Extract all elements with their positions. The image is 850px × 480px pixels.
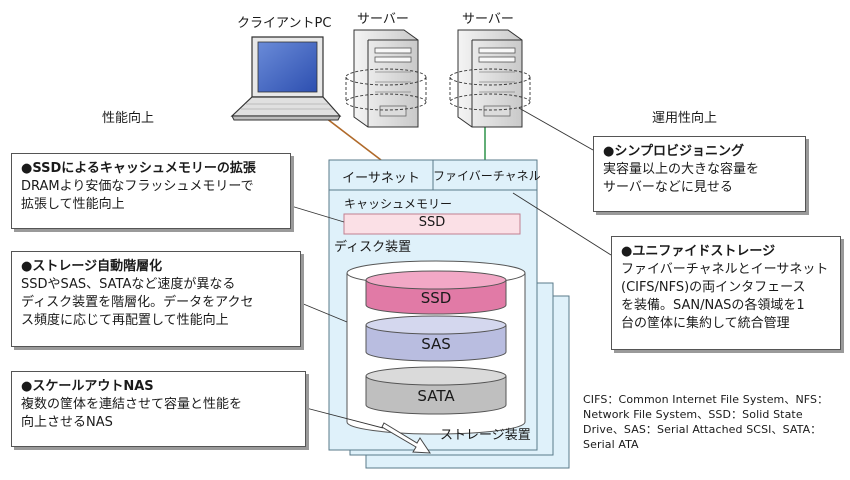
callout-thin-title: ●シンプロビジョニング xyxy=(603,144,744,159)
callout-tiering-title: ●ストレージ自動階層化 xyxy=(21,259,163,274)
callout-unified-line-2: (CIFS/NFS)の両インタフェース xyxy=(621,280,806,295)
cache-ssd-label: SSD xyxy=(418,215,446,230)
fibre-channel-label: ファイバーチャネル xyxy=(433,169,541,183)
callout-ssd-cache-line-1: DRAMより安価なフラッシュメモリーで xyxy=(21,179,254,194)
ethernet-label: イーサネット xyxy=(342,171,420,186)
disk-unit-label: ディスク装置 xyxy=(334,240,412,255)
cache-ssd-bar xyxy=(343,213,521,235)
callout-tiering: ●ストレージ自動階層化 SSDやSAS、SATAなど速度が異なる ディスク装置を… xyxy=(11,251,301,347)
cache-memory-label: キャッシュメモリー xyxy=(344,197,453,211)
callout-ssd-cache-title: ●SSDによるキャッシュメモリーの拡張 xyxy=(21,161,256,176)
callout-scaleout-line-2: 向上させるNAS xyxy=(21,415,113,430)
drum-sata-label: SATA xyxy=(417,387,455,405)
footnote-line-4: Serial ATA xyxy=(583,438,639,451)
leader-thin xyxy=(518,107,594,151)
laptop-icon xyxy=(230,36,342,121)
operation-label: 運用性向上 xyxy=(652,111,718,126)
server-1-label: サーバー xyxy=(357,12,409,27)
performance-label: 性能向上 xyxy=(102,111,155,126)
callout-tiering-line-3: ス頻度に応じて再配置して性能向上 xyxy=(21,313,229,328)
callout-scaleout-line-1: 複数の筐体を連結させて容量と性能を xyxy=(21,397,243,412)
scaleout-arrow xyxy=(381,422,431,454)
ethernet-cable-line xyxy=(321,114,382,161)
leader-ssd-cache xyxy=(290,205,345,223)
server-2-label: サーバー xyxy=(462,12,514,27)
callout-scaleout: ●スケールアウトNAS 複数の筐体を連結させて容量と性能を 向上させるNAS xyxy=(11,371,306,447)
footnote-line-2: Network File System、SSD：Solid State xyxy=(583,408,803,421)
leader-unified xyxy=(512,192,612,256)
callout-tiering-line-2: ディスク装置を階層化。データをアクセ xyxy=(21,295,254,310)
callout-scaleout-title: ●スケールアウトNAS xyxy=(21,379,154,394)
drum-ssd-label: SSD xyxy=(420,289,452,307)
drum-sas-label: SAS xyxy=(421,335,451,353)
server-icon-1 xyxy=(345,29,427,128)
drum-sas-body xyxy=(365,325,507,362)
callout-unified-line-4: 台の筐体に集約して統合管理 xyxy=(621,316,790,331)
callout-unified-line-3: を装備。SAN/NASの各領域を1 xyxy=(621,298,805,313)
client-pc-label: クライアントPC xyxy=(237,16,332,31)
drum-sata-body xyxy=(365,376,507,415)
callout-unified-line-1: ファイバーチャネルとイーサネット xyxy=(621,262,829,277)
server-icon-2 xyxy=(449,29,531,128)
callout-unified-title: ●ユニファイドストレージ xyxy=(621,244,776,259)
drum-ssd-body xyxy=(365,280,507,315)
callout-tiering-line-1: SSDやSAS、SATAなど速度が異なる xyxy=(21,277,236,292)
leader-tiering xyxy=(300,302,348,323)
callout-thin-line-2: サーバーなどに見せる xyxy=(603,180,733,195)
callout-thin-line-1: 実容量以上の大きな容量を xyxy=(603,162,760,177)
footnote-line-3: Drive、SAS：Serial Attached SCSI、SATA： xyxy=(583,423,822,436)
callout-unified-storage: ●ユニファイドストレージ ファイバーチャネルとイーサネット (CIFS/NFS)… xyxy=(611,236,841,350)
callout-ssd-cache: ●SSDによるキャッシュメモリーの拡張 DRAMより安価なフラッシュメモリーで … xyxy=(11,153,291,229)
leader-scaleout xyxy=(305,407,384,429)
callout-ssd-cache-line-2: 拡張して性能向上 xyxy=(21,197,125,212)
callout-thin-provisioning: ●シンプロビジョニング 実容量以上の大きな容量を サーバーなどに見せる xyxy=(593,136,806,212)
footnote-line-1: CIFS：Common Internet File System、NFS： xyxy=(583,393,829,406)
storage-unit-label: ストレージ装置 xyxy=(440,428,531,443)
